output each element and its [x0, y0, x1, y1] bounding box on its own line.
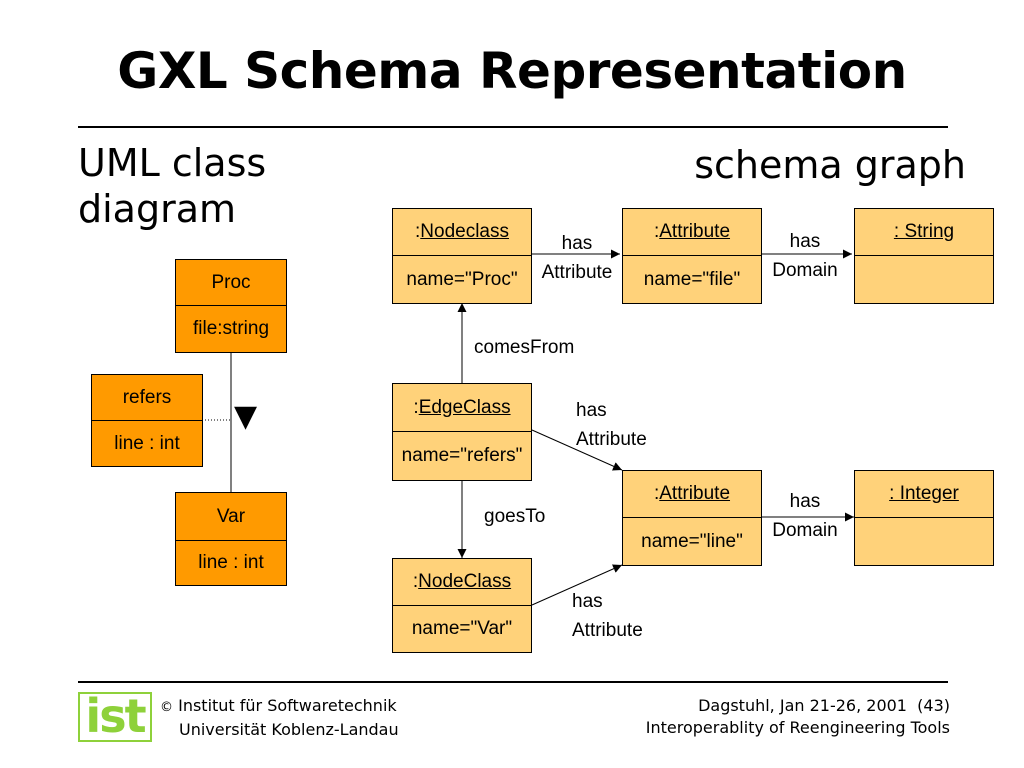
footer-institute-line2: Universität Koblenz-Landau	[179, 720, 399, 739]
node-attribute-file-type: : Attribute	[623, 209, 761, 255]
node-attribute-line-prefix: :	[653, 483, 660, 504]
node-edgeclass-refers-type-name: EdgeClass	[418, 396, 511, 418]
node-integer-value	[855, 518, 993, 565]
node-edgeclass-refers: : EdgeClass name="refers"	[392, 383, 532, 481]
node-nodeclass-var-value: name="Var"	[411, 618, 513, 639]
footer-talk-title: Interoperablity of Reengineering Tools	[645, 718, 950, 737]
node-nodeclass-var-type-name: NodeClass	[418, 571, 512, 592]
ist-logo: ist	[78, 692, 152, 742]
edge-label-has-attribute-2-line1: has	[576, 400, 607, 421]
uml-class-var: Var line : int	[175, 492, 287, 586]
node-attribute-line-type: : Attribute	[623, 471, 761, 517]
edge-label-goes-to: goesTo	[484, 506, 546, 527]
node-nodeclass-proc-divider	[393, 255, 531, 256]
edge-label-has-attribute-1: has Attribute	[533, 229, 621, 287]
node-nodeclass-var-prefix: :	[412, 571, 419, 592]
edge-label-has-attribute-3: has Attribute	[572, 587, 643, 645]
uml-heading: UML class diagram	[78, 140, 266, 232]
edge-label-has-attribute-1-line1: has	[561, 233, 593, 254]
node-string-type: : String	[855, 209, 993, 255]
node-integer: : Integer	[854, 470, 994, 566]
uml-class-proc-name: Proc	[211, 271, 251, 293]
footer-institute-line1: Institut für Softwaretechnik	[178, 696, 397, 715]
node-nodeclass-var: : NodeClass name="Var"	[392, 558, 532, 653]
node-edgeclass-refers-type: : EdgeClass	[393, 384, 531, 431]
uml-class-var-name: Var	[216, 505, 246, 527]
footer-rule	[78, 681, 948, 683]
node-attribute-file: : Attribute name="file"	[622, 208, 762, 304]
node-nodeclass-var-divider	[393, 605, 531, 606]
uml-direction-triangle: ▼	[234, 399, 258, 434]
uml-heading-line1: UML class	[78, 141, 267, 185]
edge-has-attribute-3	[531, 564, 623, 606]
uml-heading-line2: diagram	[78, 187, 237, 231]
uml-class-proc-attr: file:string	[192, 318, 270, 339]
uml-class-var-divider	[176, 540, 286, 541]
slide-title: GXL Schema Representation	[117, 42, 907, 100]
edge-label-has-domain-1: has Domain	[763, 227, 847, 285]
node-attribute-file-type-name: Attribute	[659, 221, 731, 242]
node-integer-type-name: : Integer	[889, 483, 959, 504]
node-attribute-file-value: name="file"	[643, 268, 741, 290]
edge-label-has-attribute-2-line2: Attribute	[576, 429, 647, 450]
uml-class-proc-divider	[176, 305, 286, 306]
node-attribute-line: : Attribute name="line"	[622, 470, 762, 566]
node-string: : String	[854, 208, 994, 304]
footer-event-name: Dagstuhl, Jan 21-26, 2001	[698, 696, 907, 715]
node-attribute-line-divider	[623, 517, 761, 518]
footer-event: Dagstuhl, Jan 21-26, 2001 (43) Interoper…	[646, 695, 950, 739]
uml-refers-attr: line : int	[114, 432, 180, 454]
uml-association-class-refers: refers line : int	[91, 374, 203, 467]
node-edgeclass-refers-divider	[393, 431, 531, 432]
edge-label-has-attribute-3-line2: Attribute	[572, 620, 643, 641]
node-attribute-line-type-name: Attribute	[659, 483, 731, 504]
node-nodeclass-var-type: : NodeClass	[393, 559, 531, 605]
edge-label-has-domain-1-line1: has	[789, 231, 821, 252]
node-attribute-file-divider	[623, 255, 761, 256]
node-edgeclass-refers-value: name="refers"	[401, 445, 523, 466]
edge-label-has-attribute-3-line1: has	[572, 591, 603, 612]
node-integer-divider	[855, 517, 993, 518]
edge-label-has-domain-1-line2: Domain	[772, 260, 838, 281]
footer-page-number: (43)	[917, 696, 950, 715]
node-nodeclass-proc-prefix: :	[415, 221, 421, 242]
node-integer-type: : Integer	[855, 471, 993, 517]
edge-has-attribute-2	[531, 429, 623, 471]
edge-label-has-domain-2: has Domain	[763, 487, 847, 545]
node-string-type-name: : String	[893, 221, 955, 242]
copyright-symbol: ©	[160, 700, 173, 715]
node-nodeclass-proc-type: :Nodeclass	[393, 209, 531, 255]
node-nodeclass-proc-type-name: Nodeclass	[420, 221, 509, 242]
uml-refers-divider	[92, 420, 202, 421]
uml-class-var-attr: line : int	[198, 552, 264, 573]
footer-institute: © Institut für Softwaretechnik Universit…	[160, 695, 399, 741]
uml-class-proc: Proc file:string	[175, 259, 287, 353]
edge-label-has-attribute-1-line2: Attribute	[541, 262, 613, 283]
edge-label-has-domain-2-line2: Domain	[772, 520, 838, 541]
node-string-divider	[855, 255, 993, 256]
node-attribute-line-value: name="line"	[641, 530, 743, 552]
edge-label-has-attribute-2: has Attribute	[576, 396, 647, 454]
edge-label-has-domain-2-line1: has	[789, 491, 821, 512]
node-nodeclass-proc-value: name="Proc"	[406, 268, 518, 290]
node-attribute-file-prefix: :	[653, 221, 660, 242]
edge-label-comes-from: comesFrom	[474, 337, 575, 358]
schema-heading: schema graph	[694, 143, 966, 187]
uml-refers-name: refers	[122, 386, 172, 408]
node-edgeclass-refers-prefix: :	[413, 396, 419, 418]
node-nodeclass-proc: :Nodeclass name="Proc"	[392, 208, 532, 304]
title-rule	[78, 126, 948, 128]
node-string-value	[855, 256, 993, 303]
